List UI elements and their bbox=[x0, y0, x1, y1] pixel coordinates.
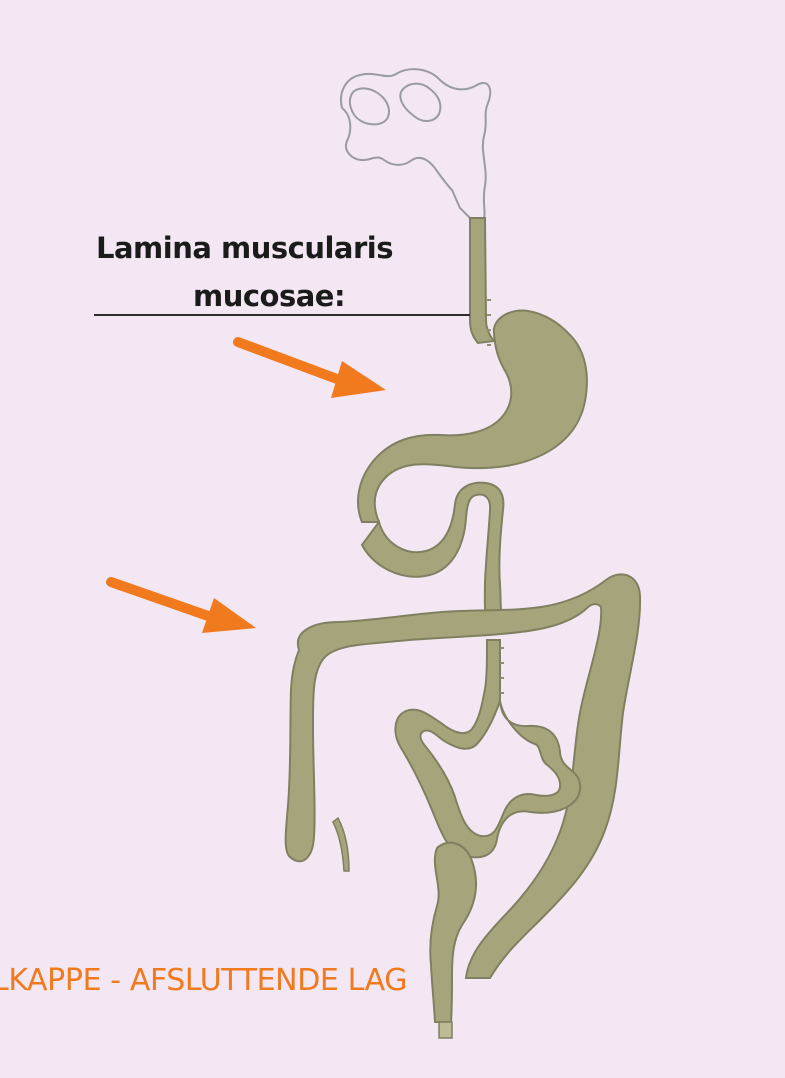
label-title-line-1: Lamina muscularis bbox=[96, 232, 486, 264]
orange-arrow-icon bbox=[111, 582, 256, 633]
orange-arrow-icon bbox=[238, 342, 386, 398]
label-underline bbox=[94, 314, 470, 316]
bottom-caption-text: LKAPPE - AFSLUTTENDE LAG bbox=[0, 962, 407, 1000]
appendix bbox=[333, 818, 349, 871]
label-title-line-2: mucosae: bbox=[193, 280, 453, 312]
mouth-outline bbox=[341, 69, 490, 245]
bottom-caption: LKAPPE - AFSLUTTENDE LAG bbox=[0, 962, 560, 1002]
anal-canal bbox=[439, 1022, 452, 1038]
small-intestine bbox=[395, 640, 580, 857]
duodenum bbox=[362, 483, 503, 624]
